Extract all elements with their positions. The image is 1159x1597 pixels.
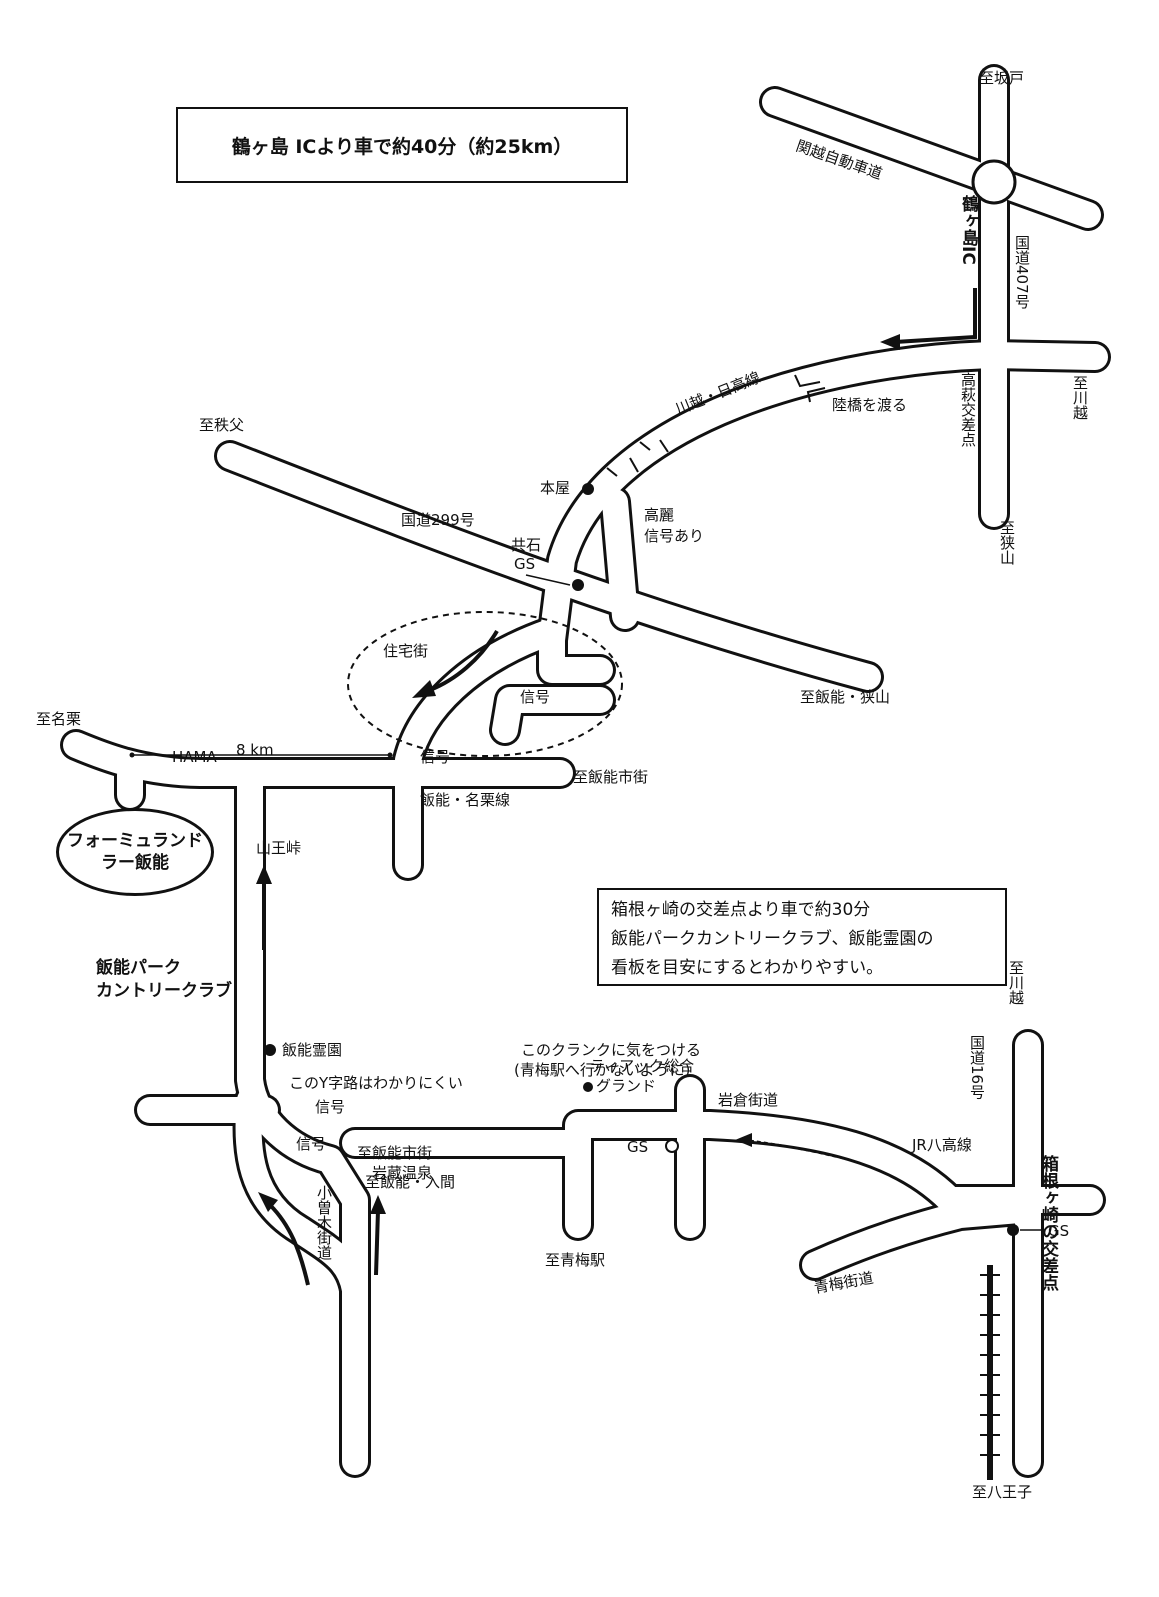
- label-hakonegasaki: 箱根ヶ崎の交差点: [1038, 1154, 1059, 1292]
- label-crank2: (青梅駅へ行かないように): [514, 1061, 690, 1079]
- label-overpass: 陸橋を渡る: [832, 396, 907, 414]
- label-motoya: 本屋: [540, 479, 570, 497]
- label-to-hachioji: 至八王子: [972, 1483, 1032, 1501]
- label-gs-tomoishi: GS: [514, 555, 535, 573]
- label-to-hanno-city-2: 至飯能市街: [357, 1144, 432, 1162]
- note-line-2: 飯能パークカントリークラブ、飯能霊園の: [611, 929, 934, 949]
- label-onsen: 岩蔵温泉: [372, 1164, 432, 1182]
- note-line-1: 箱根ヶ崎の交差点より車で約30分: [611, 900, 871, 920]
- label-to-hanno-sayama: 至飯能・狭山: [800, 688, 890, 706]
- label-hanno-park-cc2: カントリークラブ: [96, 980, 232, 1001]
- label-dist8: 8 km: [236, 741, 274, 759]
- railway-jr-hachiko: [980, 1265, 1000, 1480]
- label-to-ome-station: 至青梅駅: [545, 1251, 605, 1269]
- route-arrows: [256, 288, 977, 1286]
- label-to-hanno-city: 至飯能市街: [573, 768, 648, 786]
- label-takahagi: 高萩交差点: [959, 372, 977, 447]
- label-hanno-park-cc1: 飯能パーク: [95, 957, 181, 978]
- label-jr-hachiko: JR八高線: [911, 1136, 972, 1154]
- distance-line-end: [387, 752, 393, 758]
- label-signal-4: 信号: [296, 1135, 326, 1153]
- label-hama: HAMA: [172, 748, 217, 766]
- label-route16: 国道16号: [968, 1035, 986, 1100]
- label-hanno-naguri: 飯能・名栗線: [420, 791, 510, 809]
- label-to-naguri: 至名栗: [36, 710, 81, 728]
- tomoishi-gs-dot: [572, 579, 584, 591]
- gs-hakonegasaki-dot: [1007, 1224, 1019, 1236]
- note-line-3: 看板を目安にするとわかりやすい。: [611, 958, 884, 978]
- label-residential: 住宅街: [383, 642, 428, 660]
- label-to-sayama: 至狭山: [998, 520, 1016, 565]
- label-y-junction: このY字路はわかりにくい: [289, 1074, 463, 1092]
- route-summary-text: 鶴ヶ島 ICより車で約40分（約25km）: [231, 135, 573, 158]
- road-network-fill: [63, 67, 1108, 1475]
- destination-oval: フォーミュランド ラー飯能: [56, 808, 214, 896]
- label-teac2: グランド: [596, 1077, 656, 1095]
- label-to-kawagoe-16: 至川越: [1007, 960, 1025, 1005]
- destination-name-line2: ラー飯能: [101, 853, 169, 873]
- label-tomoishi: 共石: [511, 536, 541, 554]
- distance-line-start: [129, 752, 135, 758]
- interchange-circle: [971, 159, 1017, 205]
- label-to-hanno-iruma: 至飯能・入間: [365, 1173, 455, 1191]
- motoya-dot: [582, 483, 594, 495]
- overpass-marks: [606, 374, 826, 477]
- gs-iwakura-dot: [665, 1139, 679, 1153]
- label-iwakura: 岩倉街道: [718, 1091, 778, 1109]
- label-sannotoge: 山王峠: [256, 839, 301, 857]
- label-route407: 国道407号: [1013, 235, 1031, 310]
- label-tsurugashima-ic: 鶴ヶ島IC: [958, 194, 979, 265]
- label-to-chichibu: 至秩父: [199, 416, 244, 434]
- label-to-sakado: 至坂戸: [979, 69, 1024, 87]
- label-korai: 高麗: [644, 506, 674, 524]
- label-signal-there: 信号あり: [644, 527, 704, 545]
- label-gs-iwakura: GS: [627, 1138, 648, 1156]
- label-signal-1: 信号: [520, 688, 550, 706]
- hanno-reien-dot: [264, 1044, 276, 1056]
- label-signal-2: 信号: [420, 748, 450, 766]
- residential-area-outline: [347, 611, 623, 757]
- label-signal-3: 信号: [315, 1098, 345, 1116]
- label-crank1: このクランクに気をつける: [521, 1041, 701, 1059]
- label-okusoki: 小曽木街道: [315, 1185, 333, 1260]
- destination-name-line1: フォーミュランド: [67, 831, 203, 851]
- label-gs-hakonegasaki: GS: [1048, 1222, 1069, 1240]
- directions-note-box: 箱根ヶ崎の交差点より車で約30分 飯能パークカントリークラブ、飯能霊園の 看板を…: [597, 888, 1007, 986]
- teac-dot: [583, 1082, 593, 1092]
- gs-pointer: [525, 574, 571, 586]
- label-hanno-reien: 飯能霊園: [282, 1041, 342, 1059]
- label-to-kawagoe-top: 至川越: [1071, 375, 1089, 420]
- route-summary-box: 鶴ヶ島 ICより車で約40分（約25km）: [176, 107, 628, 183]
- label-route299: 国道299号: [401, 511, 475, 529]
- label-teac1: ティアック総合: [590, 1057, 694, 1075]
